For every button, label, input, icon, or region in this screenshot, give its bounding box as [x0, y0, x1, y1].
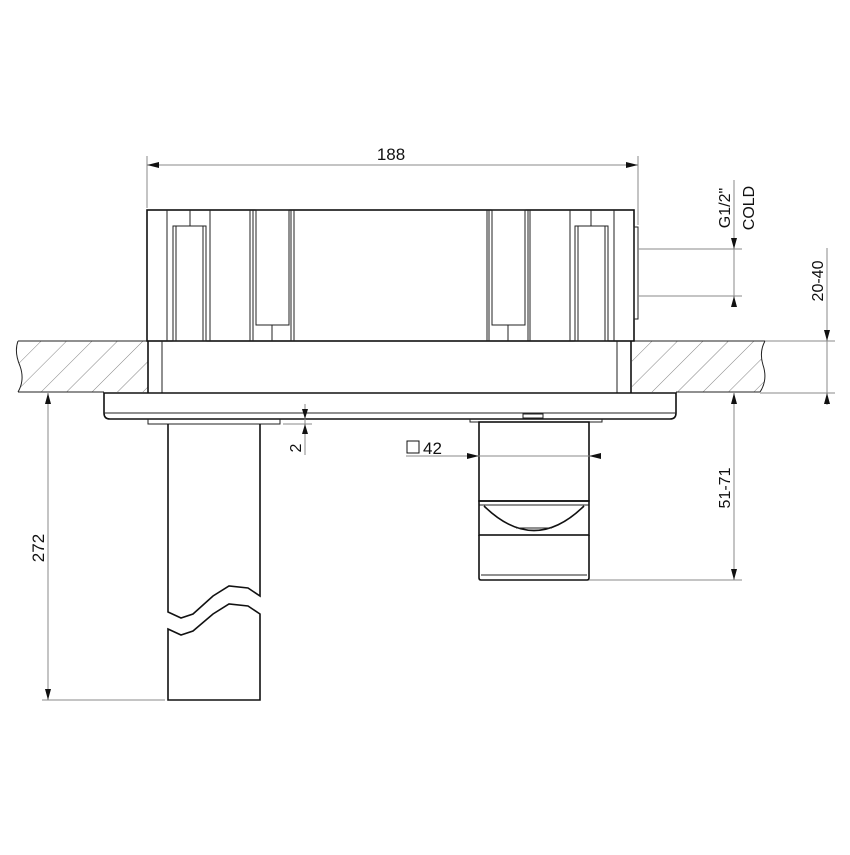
- plate-offset-label: 2: [288, 443, 305, 452]
- dimension-connection: G1/2" COLD: [638, 180, 758, 307]
- pocket-right-outer: [569, 210, 615, 342]
- body-neck: [147, 341, 632, 393]
- spout: [167, 424, 261, 701]
- concealed-body: [146, 209, 639, 342]
- spout-length-label: 272: [29, 534, 48, 562]
- dimension-plate-offset: 2: [283, 404, 312, 455]
- pocket-left-outer: [166, 210, 211, 342]
- connection-cold-label: COLD: [741, 186, 758, 230]
- spout-square-label: 42: [423, 439, 442, 458]
- dimension-wall-thickness: 20-40: [760, 248, 835, 405]
- mixer-handle: [469, 419, 603, 581]
- dimension-spout-projection: 51-71: [589, 393, 742, 581]
- dimension-spout-length: 272: [29, 393, 165, 701]
- pocket-right-inner: [486, 209, 531, 341]
- dimension-spout-square: 42: [406, 439, 601, 459]
- dimension-overall-width: 188: [146, 145, 639, 225]
- connection-size-label: G1/2": [717, 188, 734, 228]
- wall-section-left: [15, 340, 149, 393]
- wall-section-right: [632, 340, 766, 393]
- wall-thickness-label: 20-40: [810, 260, 827, 301]
- wall-plate: [103, 392, 677, 425]
- dimension-label-188: 188: [377, 145, 405, 164]
- spout-projection-label: 51-71: [717, 467, 734, 508]
- pocket-left-inner: [249, 209, 295, 341]
- square-symbol-icon: [406, 440, 420, 454]
